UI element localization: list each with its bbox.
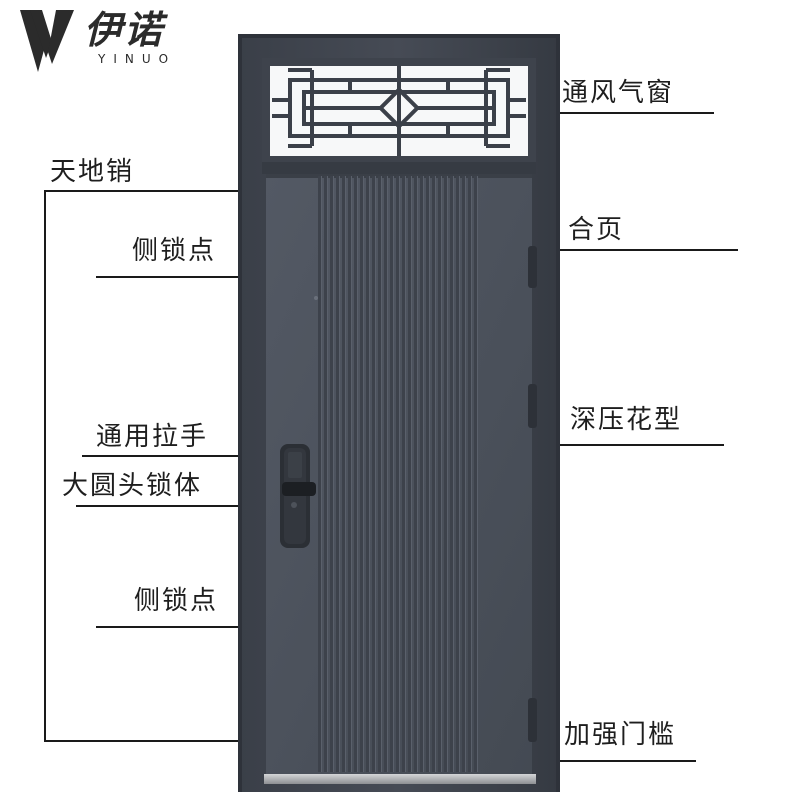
- groove-line: [474, 176, 477, 772]
- hinge-upper: [528, 246, 537, 288]
- label-side-lock-point-upper: 侧锁点: [132, 236, 217, 266]
- groove-highlight: [477, 176, 478, 772]
- annotation-line-threshold: [560, 760, 696, 762]
- groove-highlight: [405, 176, 406, 772]
- hinge-middle: [528, 384, 537, 428]
- groove-line: [324, 176, 327, 772]
- groove-highlight: [453, 176, 454, 772]
- groove-highlight: [465, 176, 466, 772]
- groove-highlight: [339, 176, 340, 772]
- brand-logo-icon: [18, 6, 80, 76]
- brand-name-cn: 伊诺: [84, 8, 165, 52]
- brand-name-en: YINUO: [98, 52, 177, 66]
- groove-line: [426, 176, 429, 772]
- groove-highlight: [447, 176, 448, 772]
- smart-lock-handle-icon: [280, 444, 316, 548]
- groove-line: [372, 176, 375, 772]
- groove-highlight: [393, 176, 394, 772]
- groove-line: [318, 176, 321, 772]
- annotation-line-hinge: [560, 249, 738, 251]
- groove-line: [438, 176, 441, 772]
- annotation-line-top-bottom-bolt-bottom: [44, 740, 238, 742]
- label-deep-pressed-pattern: 深压花型: [570, 405, 683, 435]
- groove-highlight: [411, 176, 412, 772]
- reinforced-threshold: [264, 774, 536, 784]
- annotation-line-pattern: [560, 444, 724, 446]
- groove-highlight: [369, 176, 370, 772]
- groove-highlight: [387, 176, 388, 772]
- groove-line: [456, 176, 459, 772]
- groove-line: [450, 176, 453, 772]
- groove-highlight: [333, 176, 334, 772]
- groove-highlight: [327, 176, 328, 772]
- groove-line: [336, 176, 339, 772]
- groove-line: [396, 176, 399, 772]
- groove-line: [354, 176, 357, 772]
- groove-highlight: [435, 176, 436, 772]
- groove-highlight: [363, 176, 364, 772]
- annotation-line-vent-window: [560, 112, 714, 114]
- groove-highlight: [471, 176, 472, 772]
- annotation-line-top-bottom-bolt-top: [44, 190, 238, 192]
- label-side-lock-point-lower: 侧锁点: [134, 586, 219, 616]
- vent-window-grille-icon: [272, 66, 526, 156]
- groove-highlight: [375, 176, 376, 772]
- label-hinge: 合页: [568, 215, 625, 245]
- groove-highlight: [321, 176, 322, 772]
- groove-highlight: [441, 176, 442, 772]
- groove-line: [408, 176, 411, 772]
- groove-line: [432, 176, 435, 772]
- groove-highlight: [357, 176, 358, 772]
- label-top-bottom-bolt: 天地销: [50, 157, 135, 187]
- groove-line: [378, 176, 381, 772]
- annotation-line-side-lock-upper: [96, 276, 238, 278]
- groove-line: [330, 176, 333, 772]
- groove-highlight: [399, 176, 400, 772]
- groove-line: [384, 176, 387, 772]
- groove-line: [402, 176, 405, 772]
- groove-highlight: [459, 176, 460, 772]
- hinge-lower: [528, 698, 537, 742]
- groove-line: [462, 176, 465, 772]
- label-reinforced-threshold: 加强门槛: [564, 720, 677, 750]
- groove-highlight: [381, 176, 382, 772]
- groove-line: [420, 176, 423, 772]
- groove-line: [342, 176, 345, 772]
- annotation-line-lock-body: [76, 505, 238, 507]
- annotation-line-side-lock-lower: [96, 626, 238, 628]
- groove-line: [390, 176, 393, 772]
- groove-highlight: [417, 176, 418, 772]
- label-vent-window: 通风气窗: [562, 78, 675, 108]
- groove-line: [348, 176, 351, 772]
- groove-line: [414, 176, 417, 772]
- label-round-head-lock-body: 大圆头锁体: [62, 471, 203, 501]
- annotation-line-top-bottom-bolt-vertical: [44, 190, 46, 742]
- annotation-line-handle: [82, 455, 238, 457]
- groove-line: [468, 176, 471, 772]
- groove-highlight: [423, 176, 424, 772]
- deep-pressed-groove-pattern: [318, 176, 478, 772]
- label-universal-handle: 通用拉手: [96, 422, 209, 452]
- groove-line: [444, 176, 447, 772]
- groove-highlight: [345, 176, 346, 772]
- groove-highlight: [429, 176, 430, 772]
- groove-line: [360, 176, 363, 772]
- groove-line: [366, 176, 369, 772]
- groove-highlight: [351, 176, 352, 772]
